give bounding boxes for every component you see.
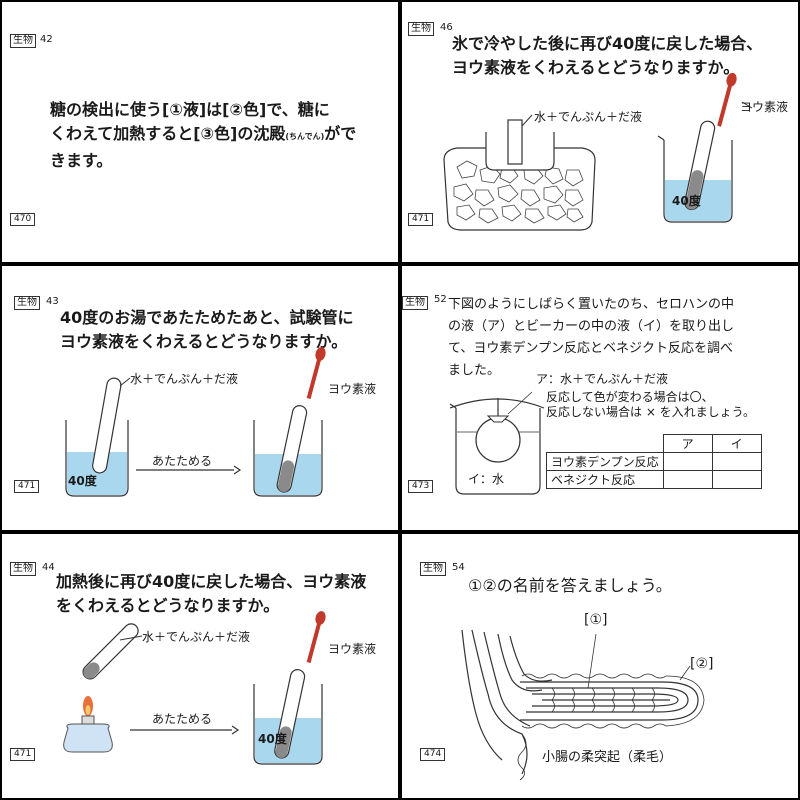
question-main: 糖の検出に使う[①液]は[②色]で、糖に くわえて加熱すると[③色]の沈殿 [50,100,330,143]
temperature-label: 40度 [672,194,701,208]
tube-label: 水＋でんぷん＋だ液 [130,372,239,386]
table-header: ア [662,434,713,453]
ice-bath-diagram [443,72,753,231]
temperature-label: 40度 [258,732,287,746]
question-text: 下図のようにしばらく置いたのち、セロハンの中 の液（ア）とビーカーの中の液（イ）… [448,297,735,378]
card-number: 46 [440,22,453,33]
card-44[interactable]: 生物 44 加熱後に再び40度に戻した場合、ヨウ素液 をくわえるとどうなりますか… [2,534,398,798]
table-header: イ [711,434,762,453]
caption: 小腸の柔突起（柔毛） [542,750,673,765]
label-2: [②] [690,656,714,672]
row-label: ベネジクト反応 [546,470,664,489]
answer-cell[interactable] [711,470,762,489]
question-tail: がで きます。 [50,124,357,170]
row-label: ヨウ素デンプン反応 [546,452,664,471]
villus-diagram [461,629,705,781]
question-text: 氷で冷やした後に再び40度に戻した場合、 ヨウ素液をくわえるとどうなりますか。 [452,34,763,77]
card-code: 471 [10,748,36,761]
liquid-b-label: イ：水 [468,472,505,486]
arrow-label: あたためる [152,712,213,726]
card-code: 473 [408,480,434,493]
reagent-label: ヨウ素液 [740,100,789,114]
label-1: [①] [584,612,608,628]
ruby-text: (ちんでん) [285,132,325,141]
question-text: ①②の名前を答えましょう。 [468,576,672,595]
card-42[interactable]: 生物 42 糖の検出に使う[①液]は[②色]で、糖に くわえて加熱すると[③色]… [2,2,398,262]
card-code: 470 [10,213,36,226]
heating-diagram [63,611,326,765]
question-text: 糖の検出に使う[①液]は[②色]で、糖に くわえて加熱すると[③色]の沈殿(ちん… [50,98,390,173]
tube-label: 水＋でんぷん＋だ液 [142,630,251,644]
card-43[interactable]: 生物 43 40度のお湯であたためたあと、試験管に ヨウ素液をくわえるとどうなり… [2,266,398,530]
card-number: 43 [46,296,59,307]
subject-tag: 生物 [420,562,446,576]
card-52[interactable]: 生物 52 下図のようにしばらく置いたのち、セロハンの中 の液（ア）とビーカーの… [402,266,798,530]
card-number: 54 [452,562,465,573]
question-text: 加熱後に再び40度に戻した場合、ヨウ素液 をくわえるとどうなりますか。 [56,572,367,615]
arrow-label: あたためる [152,454,213,468]
table-row: ヨウ素デンプン反応 [546,452,762,471]
reagent-label: ヨウ素液 [328,642,377,656]
question-text: 40度のお湯であたためたあと、試験管に ヨウ素液をくわえるとどうなりますか。 [60,308,354,351]
subject-tag: 生物 [10,562,36,576]
card-number: 42 [40,34,53,45]
subject-tag: 生物 [408,22,434,36]
card-54[interactable]: 生物 54 ①②の名前を答えましょう。 [402,534,798,798]
card-46[interactable]: 生物 46 氷で冷やした後に再び40度に戻した場合、 ヨウ素液をくわえるとどうな… [402,2,798,262]
card-code: 471 [408,213,434,226]
instruction-text: 反応して色が変わる場合は〇、 反応しない場合は × を入れましょう。 [546,390,755,419]
answer-cell[interactable] [662,452,713,471]
warming-diagram [65,347,326,497]
card-number: 44 [42,562,55,573]
subject-tag: 生物 [10,34,36,48]
table-row: ベネジクト反応 [546,470,762,489]
cellophane-diagram [449,391,545,495]
reagent-label: ヨウ素液 [328,382,377,396]
reaction-table: ア イ ヨウ素デンプン反応 ベネジクト反応 [546,434,762,489]
card-code: 471 [14,480,40,493]
tube-label: 水＋でんぷん＋だ液 [534,110,643,124]
temperature-label: 40度 [68,474,97,488]
subject-tag: 生物 [402,296,428,310]
answer-cell[interactable] [662,470,713,489]
subject-tag: 生物 [14,296,40,310]
liquid-a-label: ア：水＋でんぷん＋だ液 [536,372,669,386]
card-number: 52 [434,294,447,305]
answer-cell[interactable] [711,452,762,471]
card-code: 474 [420,748,446,761]
